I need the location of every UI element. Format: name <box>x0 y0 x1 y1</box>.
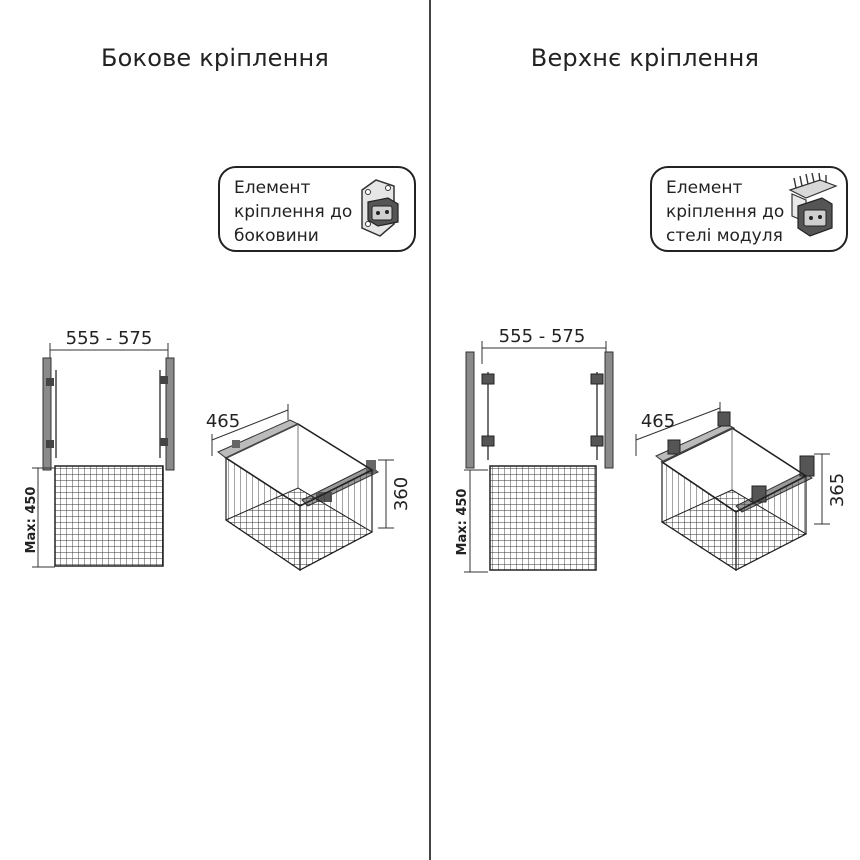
right-callout-line-1: Елемент <box>666 178 743 198</box>
right-depth-dimension: 465 <box>641 411 675 432</box>
left-width-dimension: 555 - 575 <box>66 328 153 349</box>
panel-divider <box>429 0 431 860</box>
right-front-view <box>464 341 614 573</box>
left-front-view <box>32 343 175 568</box>
top-mount-bracket-icon <box>788 172 838 237</box>
right-width-dimension: 555 - 575 <box>499 326 586 347</box>
left-max-height-dimension: Max: 450 <box>24 487 39 554</box>
left-panel-title: Бокове кріплення <box>100 44 330 72</box>
right-max-height-dimension: Max: 450 <box>455 489 470 556</box>
left-iso-basket <box>211 404 394 572</box>
right-callout: Елемент кріплення до стелі модуля <box>650 166 848 252</box>
left-callout-line-2: кріплення до <box>234 202 353 222</box>
left-callout-text: Елемент кріплення до боковини <box>234 176 352 248</box>
right-panel-title: Верхнє кріплення <box>530 44 760 72</box>
right-callout-line-3: стелі модуля <box>666 226 783 246</box>
left-callout-line-1: Елемент <box>234 178 311 198</box>
left-depth-dimension: 465 <box>206 411 240 432</box>
left-callout-line-3: боковини <box>234 226 319 246</box>
right-callout-line-2: кріплення до <box>666 202 785 222</box>
right-basket-height-dimension: 365 <box>827 473 848 507</box>
right-iso-basket <box>635 402 830 572</box>
right-callout-text: Елемент кріплення до стелі модуля <box>666 176 784 248</box>
left-callout: Елемент кріплення до боковини <box>218 166 416 252</box>
left-basket-height-dimension: 360 <box>391 477 412 511</box>
side-mount-bracket-icon <box>361 179 399 237</box>
